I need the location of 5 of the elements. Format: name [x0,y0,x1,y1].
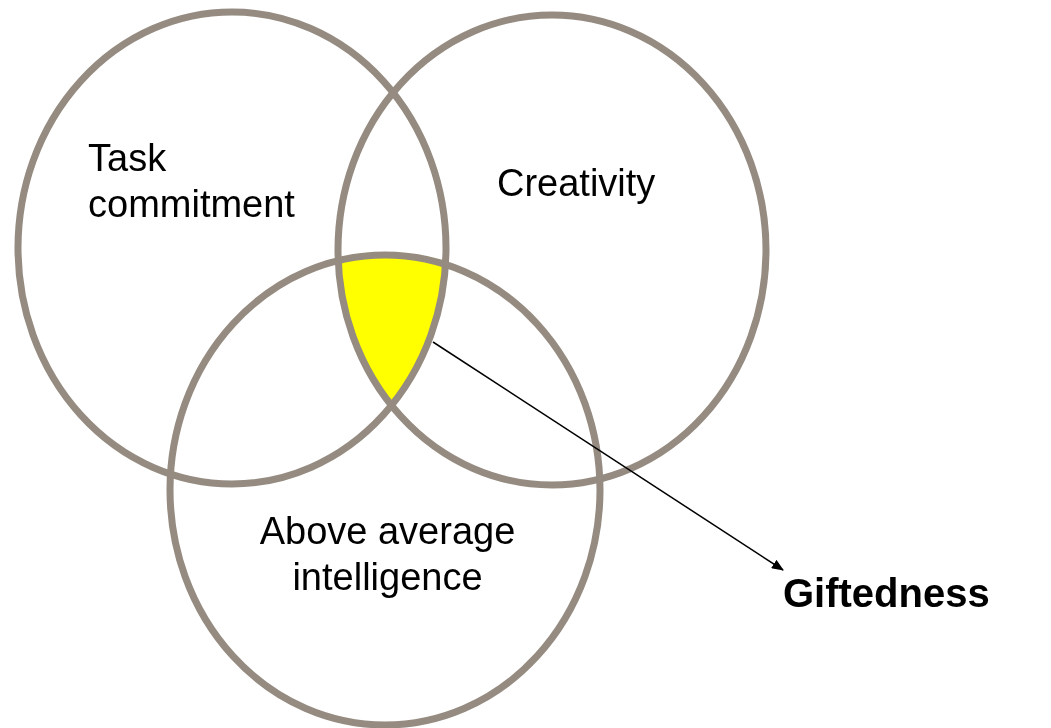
result-label: Giftedness [783,570,990,616]
circle-label: Above average intelligence [258,509,517,600]
circle-label: Task commitment [88,136,296,227]
leader-arrow [432,341,784,571]
circle-label: Creativity [497,161,657,206]
